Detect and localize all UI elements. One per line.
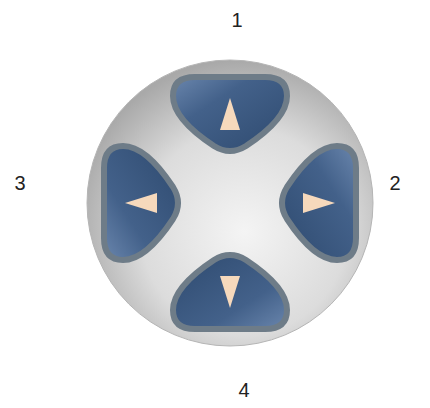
- callout-number: 3: [14, 173, 25, 193]
- callout-number: 4: [238, 380, 249, 400]
- up-button: [173, 77, 287, 151]
- right-button: [282, 146, 356, 260]
- callout-number: 1: [231, 10, 242, 30]
- down-button: [173, 255, 287, 329]
- dpad-disc: [87, 60, 373, 346]
- callout-number: 2: [389, 173, 400, 193]
- dpad-buttons: [104, 77, 356, 329]
- left-button: [104, 146, 178, 260]
